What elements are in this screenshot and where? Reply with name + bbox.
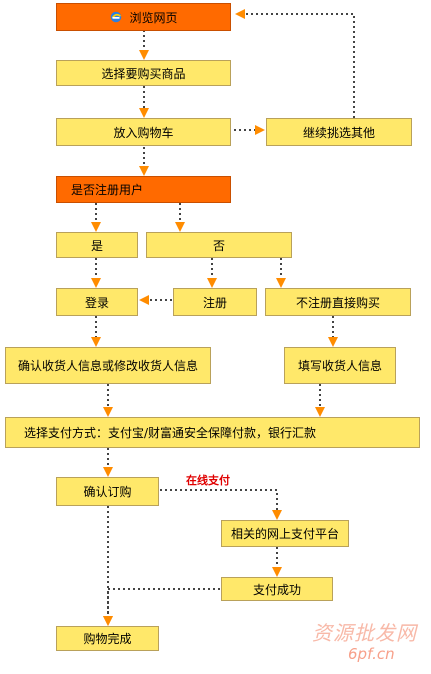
node-platform: 相关的网上支付平台 [221,520,349,547]
node-add-cart-label: 放入购物车 [113,125,174,140]
node-confirm-info: 确认收货人信息或修改收货人信息 [5,347,211,384]
node-payment-method: 选择支付方式：支付宝/财富通安全保障付款，银行汇款 [5,417,420,448]
edge-order-platform [160,489,282,520]
node-confirm-order-label: 确认订购 [83,485,132,499]
node-pay-success-label: 支付成功 [252,582,301,597]
node-fill-info-label: 填写收货人信息 [297,359,382,373]
node-fill-info: 填写收货人信息 [284,347,396,384]
ie-browser-icon [111,11,122,23]
edge-continue-browse [235,9,355,118]
node-continue: 继续挑选其他 [266,118,412,146]
node-done: 购物完成 [56,626,159,651]
node-payment-method-label: 选择支付方式：支付宝/财富通安全保障付款，银行汇款 [24,426,317,440]
node-done-label: 购物完成 [83,632,132,646]
node-yes: 是 [56,232,138,258]
node-platform-label: 相关的网上支付平台 [230,527,339,541]
node-direct-buy-label: 不注册直接购买 [295,295,380,310]
node-confirm-order: 确认订购 [56,477,159,506]
node-registered: 是否注册用户 [56,176,231,203]
node-browse-label: 浏览网页 [129,10,178,25]
node-registered-label: 是否注册用户 [71,183,144,197]
watermark-line1: 资源批发网 [312,621,417,645]
node-select-product-label: 选择要购买商品 [101,66,186,81]
node-browse: 浏览网页 [56,3,231,31]
node-no-label: 否 [212,238,225,253]
node-pay-success: 支付成功 [221,577,333,601]
edge-success-done [103,588,220,626]
edge-label-online-payment: 在线支付 [186,474,230,487]
node-register-label: 注册 [202,295,227,310]
node-no: 否 [146,232,292,258]
node-add-cart: 放入购物车 [56,118,231,146]
watermark-line2: 6pf.cn [348,645,395,663]
node-login: 登录 [56,288,138,316]
node-register: 注册 [173,288,257,316]
node-confirm-info-label: 确认收货人信息或修改收货人信息 [17,359,198,373]
node-select-product: 选择要购买商品 [56,60,231,86]
node-direct-buy: 不注册直接购买 [265,288,411,316]
watermark: 资源批发网 6pf.cn [312,617,427,669]
node-continue-label: 继续挑选其他 [302,125,375,140]
node-login-label: 登录 [84,295,109,310]
node-yes-label: 是 [90,238,103,253]
